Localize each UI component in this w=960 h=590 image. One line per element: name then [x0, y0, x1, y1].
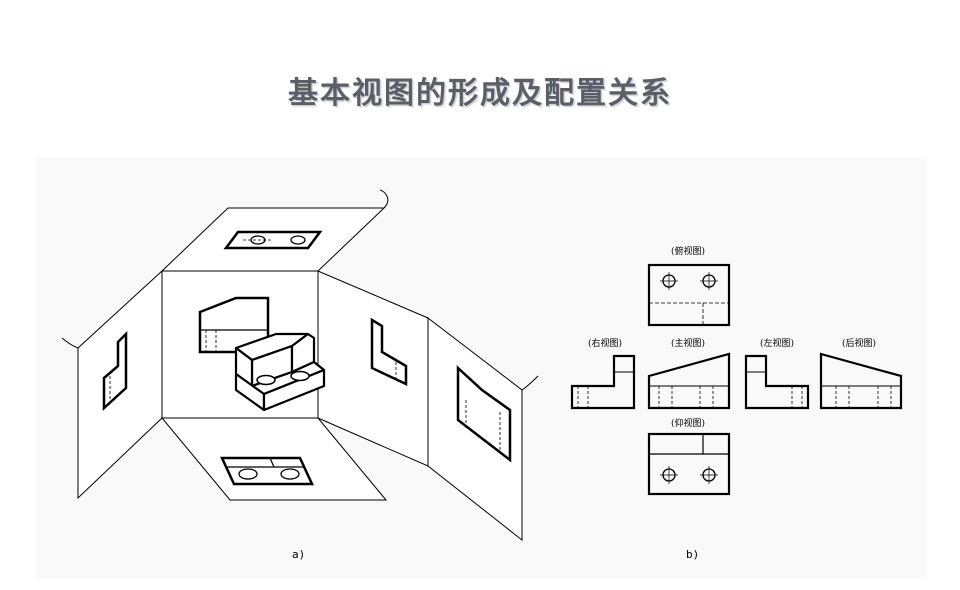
bottom-view-label: (仰视图) — [671, 417, 705, 429]
left-view — [744, 354, 810, 410]
left-panel-projection — [102, 330, 128, 411]
top-panel-projection — [223, 230, 323, 250]
front-view-label: (主视图) — [671, 337, 705, 349]
fold-curl-right — [521, 375, 539, 391]
right-panel-projection — [370, 317, 408, 386]
rear-view-label: (后视图) — [842, 337, 876, 349]
right-view — [570, 354, 636, 410]
fold-curl-top — [379, 189, 389, 209]
rear-panel-projection — [456, 365, 512, 463]
left-view-label: (左视图) — [760, 337, 794, 349]
isometric-object — [234, 332, 326, 412]
top-view-label: (俯视图) — [671, 245, 705, 257]
bottom-view — [647, 432, 731, 496]
figure-a-caption: a) — [292, 548, 305, 561]
top-view — [647, 263, 731, 327]
fold-curl-left — [61, 337, 79, 349]
page-title: 基本视图的形成及配置关系 — [288, 76, 672, 111]
bottom-panel-projection — [220, 456, 314, 486]
front-view — [647, 352, 731, 410]
figure-b-caption: b) — [686, 548, 699, 561]
front-panel-projection — [198, 296, 270, 354]
right-view-label: (右视图) — [588, 337, 622, 349]
rear-view — [819, 352, 903, 410]
